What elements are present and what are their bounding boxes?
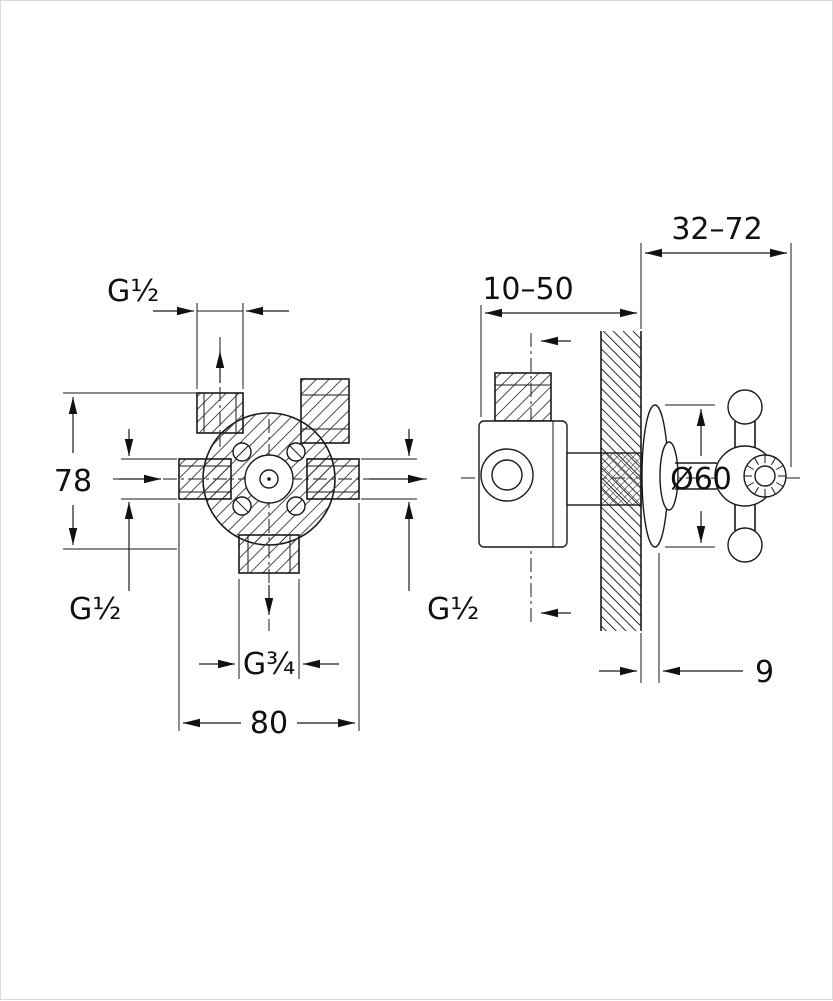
supply-pipe xyxy=(494,372,552,422)
dim-label-left-thread: G½ xyxy=(69,592,121,627)
front-view: G½ 78 G½ G½ xyxy=(54,274,479,741)
dim-label-bottom-thread: G¾ xyxy=(243,647,295,682)
handle-top-ball xyxy=(727,389,763,425)
escutcheon-hub xyxy=(659,441,679,511)
dim-label-escutcheon-depth: 9 xyxy=(755,655,774,690)
front-view-body xyxy=(178,378,360,574)
dim-escutcheon-depth: 9 xyxy=(599,553,774,690)
valve-neck xyxy=(566,452,602,506)
dim-escutcheon-diameter: Ø60 xyxy=(665,404,732,548)
side-view: 32–72 10–50 Ø60 9 xyxy=(461,212,803,690)
screws xyxy=(232,442,306,516)
dim-width: 80 xyxy=(178,503,360,741)
knurl-ticks xyxy=(744,455,786,497)
dim-top-thread: G½ xyxy=(107,274,289,389)
dim-label-height: 78 xyxy=(54,464,92,499)
bottom-port xyxy=(238,534,300,574)
side-view-body xyxy=(478,372,642,548)
left-port xyxy=(178,458,232,500)
dim-body-to-wall: 10–50 xyxy=(480,272,637,417)
dim-label-wall-to-handle: 32–72 xyxy=(671,212,762,247)
dim-label-right-thread: G½ xyxy=(427,592,479,627)
right-port xyxy=(306,458,360,500)
upper-right-port xyxy=(300,378,350,444)
flow-arrows xyxy=(119,351,425,615)
trim-set xyxy=(641,389,787,563)
dim-left-thread: G½ xyxy=(69,429,177,627)
cross-handle xyxy=(714,389,787,563)
side-plug-inner xyxy=(491,459,523,491)
dim-label-width: 80 xyxy=(250,706,288,741)
handle-cap xyxy=(754,465,776,487)
dim-label-escutcheon-diameter: Ø60 xyxy=(670,462,732,497)
handle-bottom-ball xyxy=(727,527,763,563)
through-wall-spindle xyxy=(600,452,642,506)
top-port xyxy=(196,392,244,434)
dim-height: 78 xyxy=(54,392,197,550)
dim-label-top-thread: G½ xyxy=(107,274,159,309)
dim-wall-to-handle: 32–72 xyxy=(640,212,792,467)
dim-label-body-to-wall: 10–50 xyxy=(482,272,573,307)
dim-right-thread: G½ xyxy=(361,429,479,627)
dim-bottom-thread: G¾ xyxy=(199,579,339,682)
